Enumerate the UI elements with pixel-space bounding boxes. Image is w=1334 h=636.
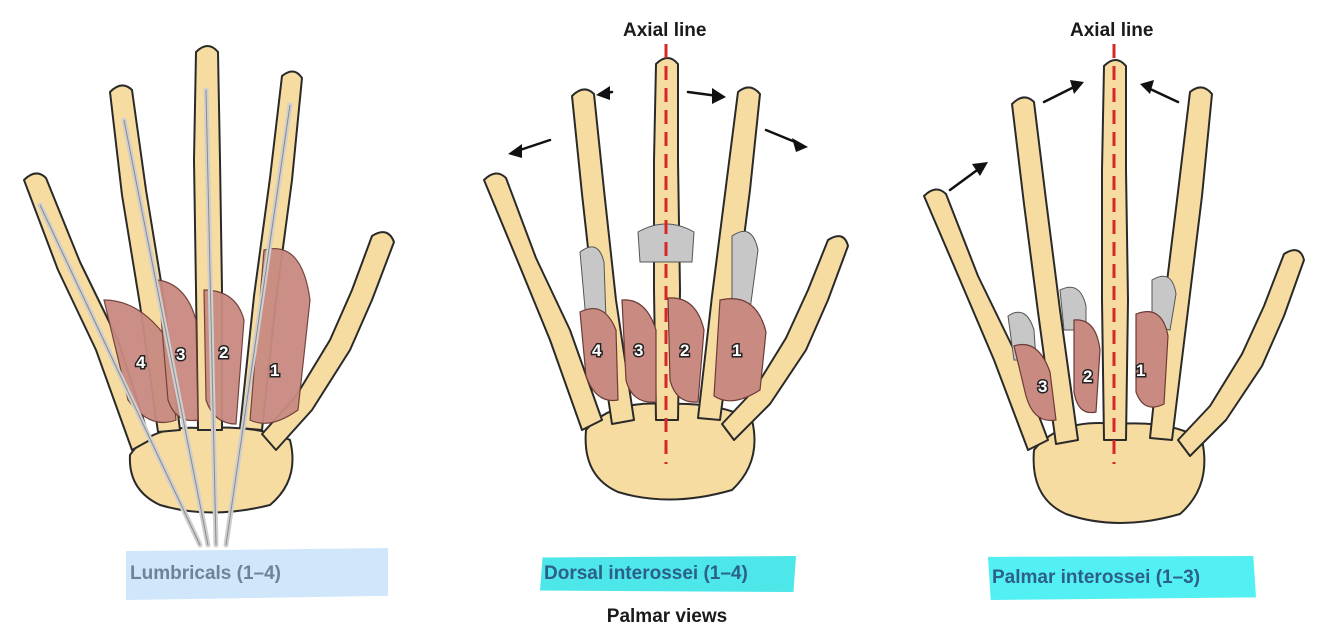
- palmar-label-3: 3: [1038, 377, 1047, 396]
- lumbrical-label-4: 4: [136, 353, 146, 372]
- dorsal-interossei-illustration: 4 3 2 1: [470, 0, 870, 560]
- lumbricals-panel: 4 3 2 1: [0, 0, 440, 560]
- palmar-interossei-panel: Axial line 3: [910, 0, 1334, 560]
- arrow-adduct-little: [950, 168, 980, 190]
- palmar-label-2: 2: [1083, 367, 1092, 386]
- palmar-interossei-illustration: 3 2 1: [910, 0, 1334, 560]
- lumbricals-illustration: 4 3 2 1: [0, 0, 440, 560]
- dorsal-label-3: 3: [634, 341, 643, 360]
- dorsal-label-2: 2: [680, 341, 689, 360]
- palmar-interosseous-1-muscle: [1136, 312, 1168, 408]
- lumbrical-label-2: 2: [219, 343, 228, 362]
- lumbrical-label-1: 1: [270, 361, 279, 380]
- dorsal-label-1: 1: [732, 341, 741, 360]
- arrow-adduct-index: [1148, 88, 1178, 102]
- dorsal-label-4: 4: [592, 341, 602, 360]
- palmar-interossei-caption: Palmar interossei (1–3): [988, 556, 1256, 600]
- arrow-adduct-ring: [1044, 86, 1076, 102]
- lumbricals-caption: Lumbricals (1–4): [126, 548, 388, 600]
- dorsal-interossei-caption: Dorsal interossei (1–4): [540, 556, 796, 592]
- thumb-bone: [1178, 250, 1304, 456]
- dorsal-interossei-panel: Axial line: [470, 0, 870, 560]
- palmar-label-1: 1: [1136, 361, 1145, 380]
- lumbrical-label-3: 3: [176, 345, 185, 364]
- figure-footer: Palmar views: [0, 606, 1334, 628]
